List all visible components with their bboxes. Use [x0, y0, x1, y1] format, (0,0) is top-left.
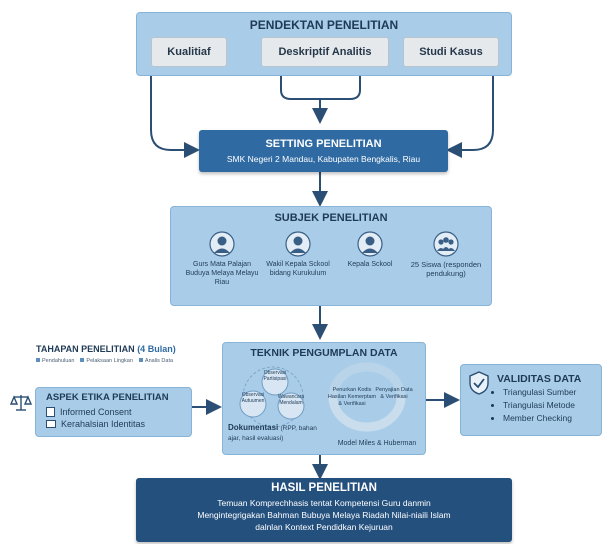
etika-title: ASPEK ETIKA PENELITIAN	[46, 392, 169, 403]
tahapan-duration: (4 Bulan)	[137, 344, 176, 354]
teknik-dokumentasi: Dokumentasi (RPP, bahan ajar, hasil eval…	[228, 423, 328, 443]
tahapan-steps: Pendahuluan Pelaksaan Lingkan Analis Dat…	[36, 358, 224, 364]
validitas-item-1: Triangulasi Sumber	[503, 386, 576, 399]
cycle-observasi-autuumen: Observasi Autuumen	[241, 392, 265, 404]
validitas-panel: VALIDITAS DATA Triangulasi Sumber Triang…	[460, 364, 602, 436]
principal-icon	[357, 231, 383, 257]
vice-principal-icon	[285, 231, 311, 257]
step-bullet-icon	[80, 358, 85, 362]
etika-item-1: Informed Consent	[46, 407, 191, 417]
hasil-line-2: Mengintegrigakan Bahman Bubuya Melaya Ri…	[197, 510, 451, 520]
shield-check-icon	[469, 371, 489, 395]
teacher-icon	[209, 231, 235, 257]
subjek-panel: SUBJEK PENELITIAN Gurs Mata Palajan Budu…	[170, 206, 492, 306]
model-step-a: Penurkan Kodis Hasilan Kemerptam & Verif…	[327, 387, 377, 407]
hasil-line-1: Temuan Komprechhasis tentat Kompetensi G…	[217, 498, 431, 508]
subjek-title: SUBJEK PENELITIAN	[274, 212, 388, 224]
pendekatan-panel: PENDEKTAN PENELITIAN Kualitiaf Deskripti…	[136, 12, 512, 76]
hasil-box: HASIL PENELITIAN Temuan Komprechhasis te…	[136, 478, 512, 542]
subjek-item-guru: Gurs Mata Palajan Buduya Melaya Melayu R…	[185, 231, 259, 287]
document-icon	[46, 407, 55, 417]
tahapan-title: TAHAPAN PENELITIAN	[36, 344, 135, 354]
dokumentasi-detail: (RPP, bahan ajar, hasil evaluasi)	[228, 425, 317, 442]
pendekatan-title: PENDEKTAN PENELITIAN	[249, 18, 399, 32]
subjek-label-siswa: 25 Siswa (responden pendukung)	[410, 260, 482, 278]
setting-box: SETTING PENELITIAN SMK Negeri 2 Mandau, …	[199, 130, 448, 172]
subjek-item-siswa: 25 Siswa (responden pendukung)	[405, 231, 487, 278]
setting-title: SETTING PENELITIAN	[265, 138, 382, 150]
teknik-title: TEKNIK PENGUMPLAN DATA	[250, 347, 398, 359]
setting-subtitle: SMK Negeri 2 Mandau, Kabupaten Bengkalis…	[226, 154, 421, 164]
students-group-icon	[433, 231, 459, 257]
etika-item-2: Kerahalsian Identitas	[46, 419, 191, 429]
teknik-panel: TEKNIK PENGUMPLAN DATA Observasi Partisi…	[222, 342, 426, 455]
model-step-b: Penyajian Data & Verifikasi	[375, 387, 413, 400]
teknik-cycle-graphic	[239, 362, 406, 432]
tahapan-step-2: Pelaksaan Lingkan	[80, 358, 133, 364]
cycle-wawancara: Wawancara Mendalam	[277, 394, 305, 406]
model-label: Model Miles & Huberman	[337, 440, 417, 447]
validitas-title: VALIDITAS DATA	[497, 373, 582, 385]
tahapan-step-1: Pendahuluan	[36, 358, 74, 364]
step-bullet-icon	[36, 358, 40, 362]
etika-panel: ASPEK ETIKA PENELITIAN Informed Consent …	[35, 387, 192, 437]
subjek-label-guru: Gurs Mata Palajan Buduya Melaya Melayu R…	[185, 261, 259, 286]
validitas-item-2: Triangulasi Metode	[503, 399, 576, 412]
pendekatan-chip-studi-kasus: Studi Kasus	[403, 37, 499, 67]
pendekatan-chip-deskriptif: Deskriptif Analitis	[261, 37, 389, 67]
bracket-deskriptif	[280, 75, 361, 100]
subjek-label-wakil: Wakil Kepala Sckool bidang Kurukulum	[266, 261, 330, 277]
subjek-item-wakil: Wakil Kepala Sckool bidang Kurukulum	[261, 231, 335, 278]
id-card-icon	[46, 420, 56, 428]
subjek-label-kepala: Kepala Sckool	[347, 261, 393, 268]
pendekatan-chip-kualitatif: Kualitiaf	[151, 37, 227, 67]
tahapan-heading: TAHAPAN PENELITIAN (4 Bulan)	[36, 344, 224, 354]
validitas-item-3: Member Checking	[503, 412, 576, 425]
validitas-list: Triangulasi Sumber Triangulasi Metode Me…	[491, 386, 576, 425]
hasil-title: HASIL PENELITIAN	[271, 482, 377, 494]
subjek-item-kepala: Kepala Sckool	[337, 231, 403, 269]
dokumentasi-label: Dokumentasi	[228, 423, 279, 432]
cycle-observasi-partisipasi: Observasi Partisipasi	[263, 370, 287, 382]
arrow-kualitatif-to-setting	[150, 68, 200, 158]
hasil-line-3: dalnlan Kontext Pendidkan Kejuruan	[255, 522, 393, 532]
tahapan-block: TAHAPAN PENELITIAN (4 Bulan) Pendahuluan…	[36, 344, 224, 374]
arrow-studikasus-to-setting	[446, 68, 494, 158]
step-bullet-icon	[138, 358, 143, 362]
tahapan-step-3: Analis Data	[138, 358, 173, 364]
